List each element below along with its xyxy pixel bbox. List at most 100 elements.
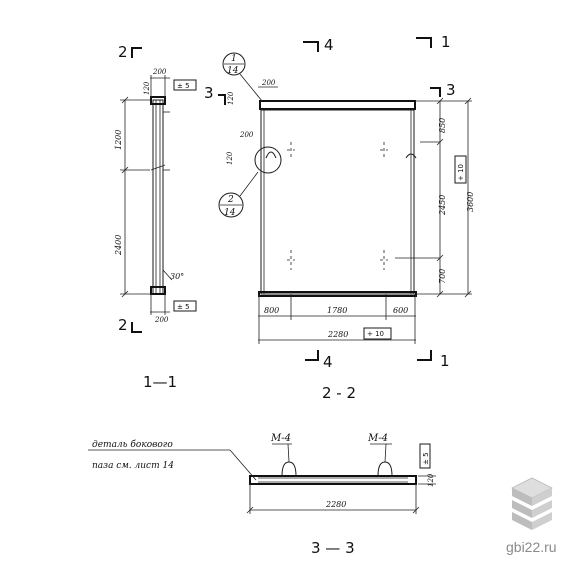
dim-plan-height: 120 — [427, 473, 435, 487]
mark-4-bottom: 4 — [323, 353, 333, 371]
watermark-logo: gbi22.ru — [506, 477, 557, 555]
section-1-1-view: 1200 2400 200 120 ± 5 200 30° ± 5 2 2 1—… — [114, 43, 197, 391]
watermark-text: gbi22.ru — [506, 539, 557, 555]
loop-m4-left — [281, 461, 297, 477]
leader-m4-right-down — [384, 443, 387, 463]
dim-top-width: 200 — [152, 68, 167, 76]
note-line-1: деталь бокового — [92, 439, 173, 450]
tolerance-plan: ± 5 — [422, 452, 430, 465]
section-label-2-2: 2 - 2 — [322, 384, 356, 402]
callout-1-leader — [239, 73, 263, 102]
callout-1-circle — [222, 52, 246, 76]
tick — [121, 166, 129, 174]
dim-top-height: 120 — [143, 81, 151, 95]
bottom-cap — [150, 286, 166, 295]
section-mark-2-bottom — [131, 322, 142, 333]
section-mark-3-right — [430, 87, 441, 97]
tolerance-bottom: ± 5 — [177, 303, 190, 311]
dim-plan-total: 2280 — [325, 500, 346, 509]
mark-2-bottom: 2 — [118, 316, 128, 334]
loop-right — [405, 153, 417, 159]
section-mark-2-top — [131, 47, 142, 58]
dim-bottom-left: 800 — [264, 306, 279, 315]
dim-tl-width: 200 — [261, 79, 276, 87]
joint-diagonal — [150, 164, 166, 171]
dim-left-width: 200 — [239, 131, 254, 139]
panel-body — [260, 109, 415, 295]
logo-layer-bottom-2 — [532, 512, 552, 530]
tolerance-right: + 10 — [457, 164, 465, 181]
loop-m4-right — [377, 461, 393, 477]
mark-2-top: 2 — [118, 43, 128, 61]
logo-layer-top-side-2 — [532, 488, 552, 506]
tolerance-bottom: + 10 — [367, 330, 384, 338]
dim-right-mid: 2450 — [438, 195, 447, 216]
tick — [436, 97, 444, 105]
section-mark-4-bottom — [305, 350, 319, 361]
section-mark-3-left — [218, 94, 226, 105]
tolerance-box-right — [454, 155, 467, 184]
section-mark-4-top — [303, 41, 319, 52]
section-mark-1-bottom — [417, 350, 432, 361]
detail-circle-2 — [254, 146, 282, 174]
section-mark-1-top — [416, 37, 432, 48]
tolerance-top: ± 5 — [177, 82, 190, 90]
callout-2-leader — [239, 171, 259, 197]
tick — [246, 506, 254, 514]
tick — [436, 290, 444, 298]
tick — [464, 290, 472, 298]
top-cap — [150, 96, 166, 105]
callout-2-top: 2 — [227, 195, 234, 205]
dim-left-height: 120 — [226, 151, 234, 165]
logo-layer-bottom — [512, 512, 532, 530]
callout-2-circle — [218, 192, 244, 218]
plan-slab — [249, 475, 417, 485]
dim-right-top: 850 — [438, 118, 447, 133]
section-label-1-1: 1—1 — [143, 373, 177, 391]
dim-top-height: 120 — [227, 91, 235, 105]
callout-2-bottom: 14 — [224, 208, 236, 218]
dim-lower-height: 2400 — [114, 235, 123, 256]
label-m4-right: М-4 — [367, 433, 388, 444]
chamfer-line — [162, 269, 173, 281]
tolerance-box-bottom — [363, 327, 392, 340]
callout-1-top: 1 — [231, 54, 237, 64]
tick — [121, 96, 129, 104]
mark-3-left: 3 — [204, 84, 214, 102]
dim-bottom-right: 600 — [393, 306, 408, 315]
top-beam — [259, 100, 416, 110]
mark-1-bottom: 1 — [440, 352, 450, 370]
label-m4-left: М-4 — [270, 433, 291, 444]
note-line-2: паза см. лист 14 — [92, 461, 174, 471]
panel-side-outline — [152, 99, 164, 295]
logo-layer-top-side — [512, 488, 532, 506]
callout-1-bottom: 14 — [227, 66, 239, 76]
loop-left — [265, 151, 277, 159]
dim-bottom-mid: 1780 — [327, 306, 347, 315]
dim-bottom-total: 2280 — [327, 330, 348, 339]
mark-3-right: 3 — [446, 81, 456, 99]
logo-layer-mid-2 — [532, 500, 552, 518]
dim-bottom-width: 200 — [154, 316, 169, 324]
mark-4-top: 4 — [324, 36, 334, 54]
tolerance-box-top — [173, 79, 197, 91]
tolerance-box-plan — [419, 443, 431, 469]
tick — [436, 254, 444, 262]
mark-1-top: 1 — [441, 33, 451, 51]
leader-m4-left-down — [287, 443, 290, 463]
logo-layer-mid — [512, 500, 532, 518]
tick — [412, 506, 420, 514]
section-label-3-3: 3 — 3 — [311, 539, 355, 557]
tolerance-box-bottom — [173, 300, 197, 312]
tick — [436, 138, 444, 146]
tick — [464, 97, 472, 105]
dim-right-bottom: 700 — [438, 269, 447, 284]
section-2-2-view: 1 14 2 14 200 120 200 120 850 2450 700 3… — [204, 33, 475, 402]
tick — [121, 290, 129, 298]
section-3-3-view: М-4 М-4 деталь бокового паза см. лист 14… — [88, 433, 436, 557]
dim-right-total: 3600 — [466, 192, 475, 212]
note-leader — [229, 449, 257, 481]
dim-angle: 30° — [170, 272, 184, 281]
dim-upper-height: 1200 — [114, 130, 123, 150]
